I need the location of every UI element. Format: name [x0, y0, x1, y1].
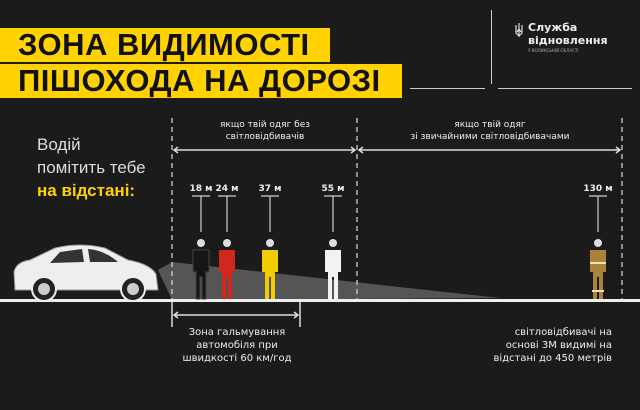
- distance-label: 24 м: [215, 184, 239, 194]
- zone-label-text: якщо твій одяг без: [219, 120, 311, 130]
- logo-subtext: У ВОЛИНСЬКІЙ ОБЛАСТІ: [528, 48, 579, 53]
- pedestrian-icon: [192, 239, 210, 300]
- braking-text: Зона гальмування: [188, 327, 286, 338]
- braking-text: автомобіля при: [196, 340, 278, 351]
- zone-label-text: світловідбивачів: [225, 132, 305, 142]
- zone-label-2: якщо твій одяг зі звичайними світловідбив…: [400, 119, 580, 143]
- logo-text: відновлення: [528, 34, 608, 47]
- zone-label-1: якщо твій одяг без світловідбивачів: [210, 119, 320, 143]
- zone-dividers: [171, 118, 623, 300]
- reflector-note: світловідбивачі на основі 3М видимі на від…: [462, 326, 612, 365]
- distance-label: 130 м: [583, 184, 613, 194]
- divider: [491, 10, 492, 84]
- distance-label: 37 м: [258, 184, 282, 194]
- braking-bracket: [171, 302, 301, 327]
- title-line-1: ЗОНА ВИДИМОСТІ: [0, 28, 330, 62]
- car-icon: [13, 244, 159, 302]
- zone-label-text: зі звичайними світловідбивачами: [410, 132, 570, 142]
- distance-label: 18 м: [189, 184, 213, 194]
- lead-text: помітить тебе: [37, 158, 146, 177]
- trident-icon: [515, 23, 523, 37]
- logo-text: Служба: [528, 21, 578, 34]
- braking-zone-label: Зона гальмування автомобіля при швидкості …: [172, 326, 302, 365]
- lead-highlight: на відстані:: [37, 181, 136, 200]
- distance-label: 55 м: [321, 184, 345, 194]
- lead-text: Водій: [37, 135, 81, 154]
- pedestrian-icon: [590, 239, 606, 299]
- note-text: світловідбивачі на: [514, 327, 612, 338]
- pedestrian-icon: [262, 239, 278, 299]
- road-line: [0, 299, 640, 302]
- divider: [498, 88, 632, 89]
- divider: [410, 88, 485, 89]
- pedestrian-icon: [219, 239, 235, 299]
- note-text: основі 3М видимі на: [505, 340, 612, 351]
- distance-ticks: [192, 195, 607, 232]
- pedestrian-icon: [325, 239, 341, 299]
- title-line-2: ПІШОХОДА НА ДОРОЗІ: [0, 64, 402, 98]
- braking-text: швидкості 60 км/год: [182, 353, 292, 364]
- note-text: відстані до 450 метрів: [493, 353, 612, 364]
- zone-label-text: якщо твій одяг: [454, 120, 526, 130]
